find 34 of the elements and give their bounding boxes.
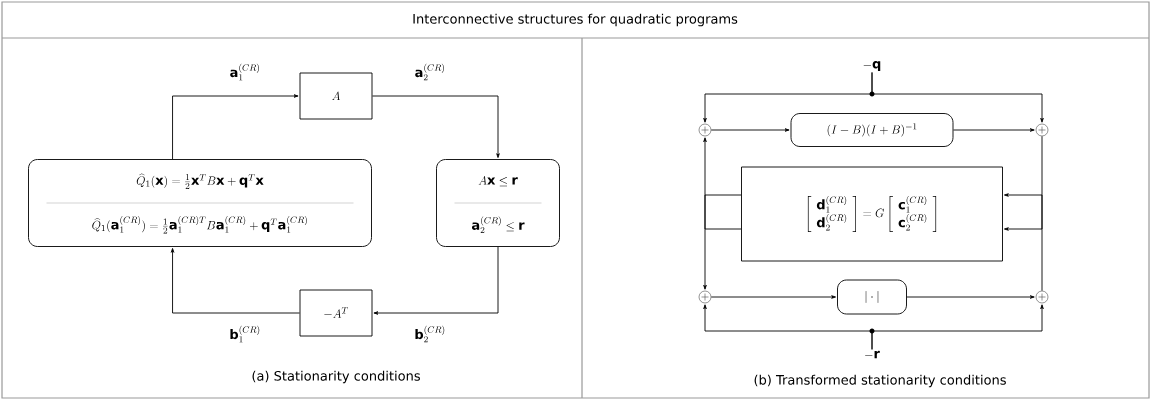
signal-label: $-\mathbf{q}$ — [863, 61, 881, 71]
arrow — [1003, 135, 1043, 231]
arrow — [871, 304, 1044, 350]
sum-junction — [698, 290, 712, 304]
arrow — [710, 295, 837, 299]
block-box: $(I-B)(I+B)^{-1}$ — [790, 113, 954, 147]
block-box: $\left[\begin{array}{c}\mathbf{d}_1^{(CR)}\\ \mathbf{d}_2^{(CR)}\end{array}\right] = G \left[\begin{array}{c}\mathbf{c}_1^{(CR)}\\ \mathbf{c}_2^{(CR)}\end{array}\right]$ — [741, 166, 1003, 262]
arrow — [906, 295, 1035, 299]
edge-label: $\mathbf{b}_2^{(CR)}$ — [413, 324, 447, 344]
title: Interconnective structures for quadratic programs — [413, 13, 738, 27]
sum-junction — [698, 123, 712, 137]
formula-box: $A\mathbf{x} \leq \mathbf{r}$ $\mathbf{a}_2^{(CR)} \leq \mathbf{r}$ — [436, 159, 560, 247]
arrow — [373, 246, 499, 315]
sum-junction — [1035, 290, 1049, 304]
arrow — [710, 128, 790, 132]
arrow — [172, 94, 299, 160]
edge-label: $\mathbf{b}_1^{(CR)}$ — [228, 324, 262, 344]
arrow — [703, 137, 742, 230]
caption: (b) Transformed stationarity conditions — [754, 374, 1006, 388]
block-box: $A$ — [299, 72, 373, 120]
caption: (a) Stationarity conditions — [252, 370, 420, 384]
arrow — [953, 128, 1035, 132]
edge-label: $\mathbf{a}_1^{(CR)}$ — [228, 62, 262, 82]
block-box: $-A^T$ — [299, 289, 373, 337]
arrow — [703, 194, 742, 290]
edge-label: $\mathbf{a}_2^{(CR)}$ — [413, 62, 447, 82]
block-box: $|\cdot|$ — [837, 279, 907, 315]
arrow — [871, 72, 1044, 123]
formula-box: $\widehat{Q}_1(\mathbf{x}) = \frac{1}{2}\mathbf{x}^T B\mathbf{x} + \mathbf{q}^T\mathbf{x}$ $\widehat{Q}_1(\mathbf{a}_1^{(CR)}) = \frac{1}{2}\mathbf{a}_1^{(CR)T} B\mathbf{a}_1^{(CR)} + \mathbf{q}^T\mathbf{a}_1^{(CR)}$ — [28, 159, 372, 247]
signal-label: $-\mathbf{r}$ — [865, 350, 880, 359]
arrow — [372, 95, 500, 159]
sum-junction — [1035, 123, 1049, 137]
arrow — [1003, 193, 1043, 292]
arrow — [170, 248, 300, 314]
